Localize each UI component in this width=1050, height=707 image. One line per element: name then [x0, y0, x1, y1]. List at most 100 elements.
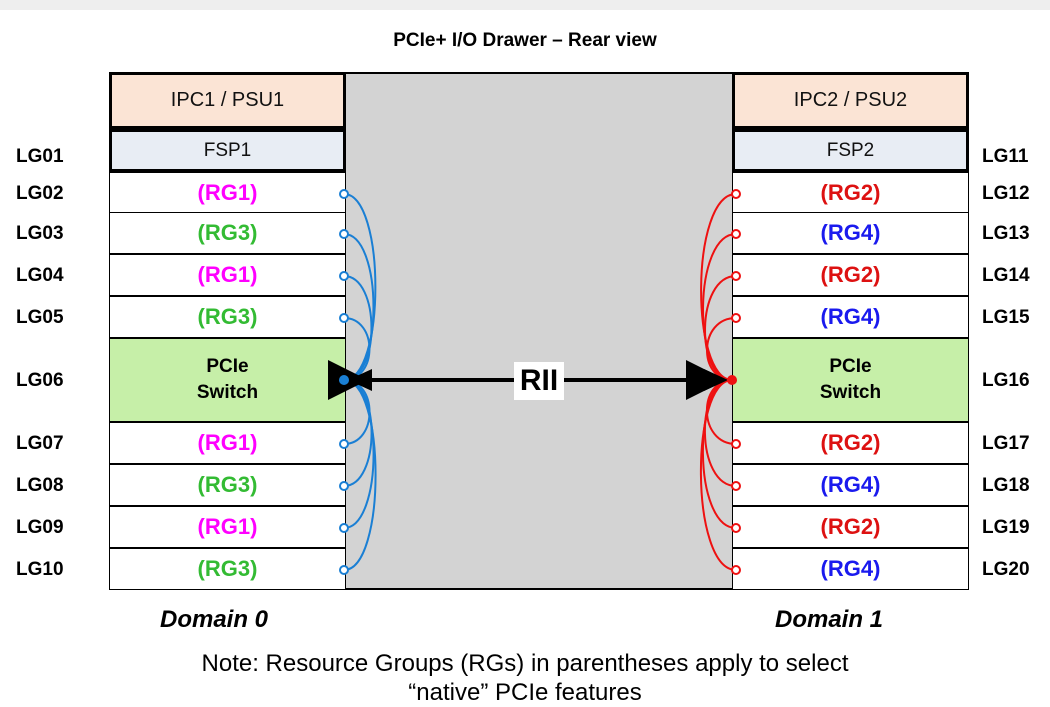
resource-group-label: (RG4) [820, 220, 881, 245]
right-slot-lg18: (RG4) [732, 464, 969, 506]
lg-label-lg15: LG15 [982, 307, 1030, 328]
fsp-left: FSP1 [109, 129, 346, 172]
lg-label-lg14: LG14 [982, 265, 1030, 286]
right-port-3 [731, 313, 741, 323]
right-connector-3 [706, 317, 737, 381]
lg-label-lg18: LG18 [982, 475, 1030, 496]
right-slot-lg12: (RG2) [732, 172, 969, 214]
right-slot-lg14: (RG2) [732, 254, 969, 296]
left-connector-3 [343, 317, 371, 381]
lg-label-lg20: LG20 [982, 559, 1030, 580]
lg-label-fsp-left: LG01 [16, 146, 64, 167]
left-slot-lg10: (RG3) [109, 548, 346, 590]
right-slot-lg17: (RG2) [732, 422, 969, 464]
rii-arrow-head-right [704, 369, 728, 391]
domain-1-label: Domain 1 [775, 606, 884, 633]
resource-group-label: (RG3) [197, 556, 258, 581]
right-port-0 [731, 189, 741, 199]
resource-group-label: (RG4) [820, 472, 881, 497]
left-slot-lg03: (RG3) [109, 212, 346, 254]
lg-label-lg12: LG12 [982, 183, 1030, 204]
right-port-2 [731, 271, 741, 281]
resource-group-label: (RG3) [197, 220, 258, 245]
lg-label-lg10: LG10 [16, 559, 64, 580]
top-bar [0, 0, 1050, 10]
ipc-psu-right-label: IPC2 / PSU2 [793, 89, 908, 111]
right-port-5 [731, 481, 741, 491]
domain-0-label: Domain 0 [160, 606, 269, 633]
pcie-switch-right-line2: Switch [819, 382, 882, 403]
left-port-3 [339, 313, 349, 323]
right-slot-lg13: (RG4) [732, 212, 969, 254]
footnote-line2: “native” PCIe features [408, 679, 642, 706]
pcie-switch-left-line2: Switch [196, 382, 259, 403]
lg-label-lg09: LG09 [16, 517, 64, 538]
resource-group-label: (RG4) [820, 556, 881, 581]
left-port-2 [339, 271, 349, 281]
ipc-psu-right: IPC2 / PSU2 [732, 72, 969, 129]
right-slot-lg20: (RG4) [732, 548, 969, 590]
lg-label-lg13: LG13 [982, 223, 1030, 244]
lg-label-lg02: LG02 [16, 183, 64, 204]
left-port-7 [339, 565, 349, 575]
resource-group-label: (RG2) [820, 430, 881, 455]
lg-label-lg17: LG17 [982, 433, 1030, 454]
right-connector-4 [705, 379, 737, 445]
pcie-switch-right-line1: PCIe [829, 356, 872, 377]
right-slot-lg15: (RG4) [732, 296, 969, 338]
lg-label-lg19: LG19 [982, 517, 1030, 538]
pcie-switch-right: PCIe Switch [732, 338, 969, 422]
ipc-psu-left-label: IPC1 / PSU1 [170, 89, 285, 111]
resource-group-label: (RG1) [197, 262, 258, 287]
left-slot-lg08: (RG3) [109, 464, 346, 506]
left-port-4 [339, 439, 349, 449]
left-port-5 [339, 481, 349, 491]
lg-label-lg03: LG03 [16, 223, 64, 244]
resource-group-label: (RG1) [197, 514, 258, 539]
left-slot-lg05: (RG3) [109, 296, 346, 338]
right-switch-hub [727, 375, 737, 385]
lg-label-lg07: LG07 [16, 433, 64, 454]
ipc-psu-left: IPC1 / PSU1 [109, 72, 346, 129]
left-slot-lg09: (RG1) [109, 506, 346, 548]
left-slot-lg07: (RG1) [109, 422, 346, 464]
resource-group-label: (RG3) [197, 472, 258, 497]
left-port-6 [339, 523, 349, 533]
lg-label-switch-left: LG06 [16, 370, 64, 391]
right-slot-lg19: (RG2) [732, 506, 969, 548]
lg-label-lg08: LG08 [16, 475, 64, 496]
left-port-1 [339, 229, 349, 239]
resource-group-label: (RG1) [197, 180, 258, 205]
fsp-right: FSP2 [732, 129, 969, 172]
resource-group-label: (RG2) [820, 180, 881, 205]
lg-label-lg05: LG05 [16, 307, 64, 328]
resource-group-label: (RG2) [820, 262, 881, 287]
lg-label-fsp-right: LG11 [982, 146, 1029, 167]
footnote-line1: Note: Resource Groups (RGs) in parenthes… [201, 650, 849, 677]
fsp-left-label: FSP1 [203, 139, 252, 161]
footnote: Note: Resource Groups (RGs) in parenthes… [0, 649, 1050, 707]
left-connector-7 [343, 379, 377, 571]
left-connector-4 [343, 379, 371, 445]
left-connector-0 [343, 193, 377, 381]
rii-arrow-head-left [348, 369, 372, 391]
pcie-switch-left-line1: PCIe [206, 356, 249, 377]
resource-group-label: (RG2) [820, 514, 881, 539]
right-port-6 [731, 523, 741, 533]
left-port-0 [339, 189, 349, 199]
resource-group-label: (RG1) [197, 430, 258, 455]
right-port-4 [731, 439, 741, 449]
lg-label-switch-right: LG16 [982, 370, 1030, 391]
diagram-title: PCIe+ I/O Drawer – Rear view [393, 30, 657, 51]
left-slot-lg04: (RG1) [109, 254, 346, 296]
resource-group-label: (RG4) [820, 304, 881, 329]
left-switch-hub [339, 375, 349, 385]
rii-label: RII [514, 362, 564, 400]
fsp-right-label: FSP2 [826, 139, 875, 161]
lg-label-lg04: LG04 [16, 265, 64, 286]
resource-group-label: (RG3) [197, 304, 258, 329]
right-port-7 [731, 565, 741, 575]
right-port-1 [731, 229, 741, 239]
center-midplane [344, 72, 732, 590]
